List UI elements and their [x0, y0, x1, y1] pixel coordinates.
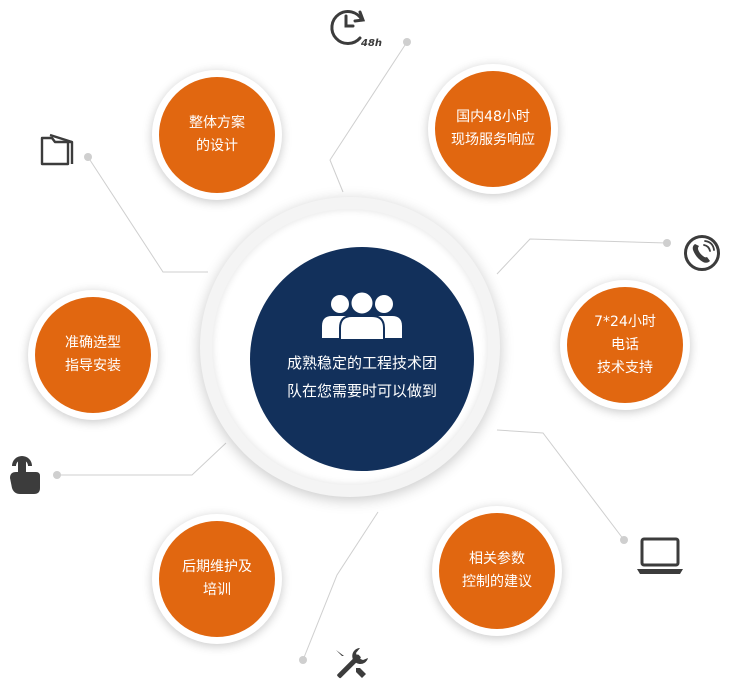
service-maintenance-line: 后期维护及 — [182, 559, 252, 575]
hub-text: 成熟稳定的工程技术团 队在您需要时可以做到 — [250, 349, 474, 405]
service-selection: 准确选型 指导安装 — [28, 290, 158, 420]
service-phone: 7*24小时 电话 技术支持 — [560, 280, 690, 410]
service-onsite: 国内48小时 现场服务响应 — [428, 64, 558, 194]
service-params-line: 相关参数 — [469, 551, 525, 567]
service-phone-line: 7*24小时 — [594, 313, 656, 330]
service-maintenance: 后期维护及 培训 — [152, 514, 282, 644]
service-selection-line: 指导安装 — [65, 358, 121, 374]
connector-phone — [496, 238, 668, 275]
clock-48h-icon: 48h — [330, 10, 382, 49]
service-params-line: 控制的建议 — [462, 574, 532, 590]
connector-dot-design — [84, 153, 92, 161]
service-design-line: 的设计 — [196, 138, 238, 154]
connector-dot-params — [620, 536, 628, 544]
service-selection-circle: 准确选型 指导安装 — [35, 297, 151, 413]
service-phone-circle: 7*24小时 电话 技术支持 — [567, 287, 683, 403]
service-phone-line: 技术支持 — [597, 359, 653, 376]
clock-48h-label: 48h — [360, 38, 382, 49]
open-folder-icon — [40, 133, 74, 166]
hub-text-line: 成熟稳定的工程技术团 — [286, 354, 437, 372]
pointing-hand-icon — [10, 456, 40, 494]
hub-ring: 成熟稳定的工程技术团 队在您需要时可以做到 — [212, 209, 488, 485]
connector-dot-onsite — [403, 38, 411, 46]
connector-dot-phone — [663, 239, 671, 247]
team-icon — [322, 290, 402, 341]
service-phone-line: 电话 — [611, 336, 639, 353]
service-onsite-line: 国内48小时 — [456, 109, 530, 125]
service-design-line: 整体方案 — [189, 115, 245, 131]
service-onsite-line: 现场服务响应 — [451, 132, 535, 148]
tools-icon — [336, 648, 368, 679]
service-design-circle: 整体方案 的设计 — [159, 77, 275, 193]
connector-params — [496, 429, 625, 541]
connector-design — [87, 156, 208, 273]
service-selection-line: 准确选型 — [65, 335, 121, 351]
connector-dot-selection — [53, 471, 61, 479]
hub-circle: 成熟稳定的工程技术团 队在您需要时可以做到 — [200, 197, 500, 497]
connector-maintenance — [302, 511, 379, 661]
hub-core: 成熟稳定的工程技术团 队在您需要时可以做到 — [250, 247, 474, 471]
hub-text-line: 队在您需要时可以做到 — [286, 382, 437, 400]
connector-onsite — [329, 41, 408, 193]
connector-dot-maintenance — [299, 656, 307, 664]
laptop-icon — [637, 537, 683, 574]
service-params-circle: 相关参数 控制的建议 — [439, 513, 555, 629]
service-design: 整体方案 的设计 — [152, 70, 282, 200]
service-params: 相关参数 控制的建议 — [432, 506, 562, 636]
service-maintenance-circle: 后期维护及 培训 — [159, 521, 275, 637]
phone-icon — [684, 235, 720, 271]
service-onsite-circle: 国内48小时 现场服务响应 — [435, 71, 551, 187]
service-maintenance-line: 培训 — [203, 582, 231, 598]
connector-selection — [57, 442, 227, 476]
